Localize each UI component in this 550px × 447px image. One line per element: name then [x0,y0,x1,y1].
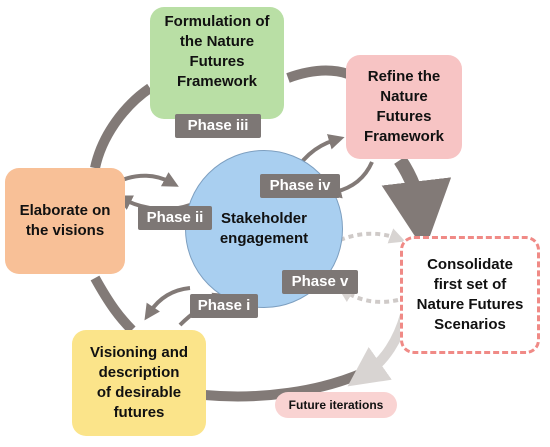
phase-iii-badge: Phase iii [175,114,261,138]
box-visioning: Visioning and description of desirable f… [72,330,206,436]
box-elaborate: Elaborate on the visions [5,168,125,274]
box-formulation-label: Formulation of the Nature Futures Framew… [164,13,270,90]
future-iterations-badge: Future iterations [275,392,397,418]
box-elaborate-label: Elaborate on the visions [19,202,111,239]
future-iterations-label: Future iterations [288,398,384,412]
phase-v-badge: Phase v [282,270,358,294]
box-consolidate: Consolidate first set of Nature Futures … [400,236,540,354]
arrow-center-to-consolidate [339,228,406,244]
arrow-refine-to-center [325,161,374,199]
outer-arc-left-bottom [90,275,136,334]
box-formulation: Formulation of the Nature Futures Framew… [150,7,284,119]
phase-iv-badge: Phase iv [260,174,340,198]
phase-i-badge: Phase i [190,294,258,318]
arrow-elaborate-to-center [121,172,179,187]
outer-arc-top-left [90,83,153,170]
outer-arc-right [381,156,452,251]
box-consolidate-label: Consolidate first set of Nature Futures … [416,256,524,333]
arrow-consolidate-to-center [337,286,399,304]
arrow-center-to-visioning [144,286,191,321]
stakeholder-engagement-label: Stakeholder engagement [219,210,309,247]
outer-arc-top [286,65,350,83]
box-refine-label: Refine the Nature Futures Framework [363,68,445,145]
box-visioning-label: Visioning and description of desirable f… [89,344,189,421]
box-refine: Refine the Nature Futures Framework [346,55,462,159]
phase-ii-badge: Phase ii [138,206,212,230]
